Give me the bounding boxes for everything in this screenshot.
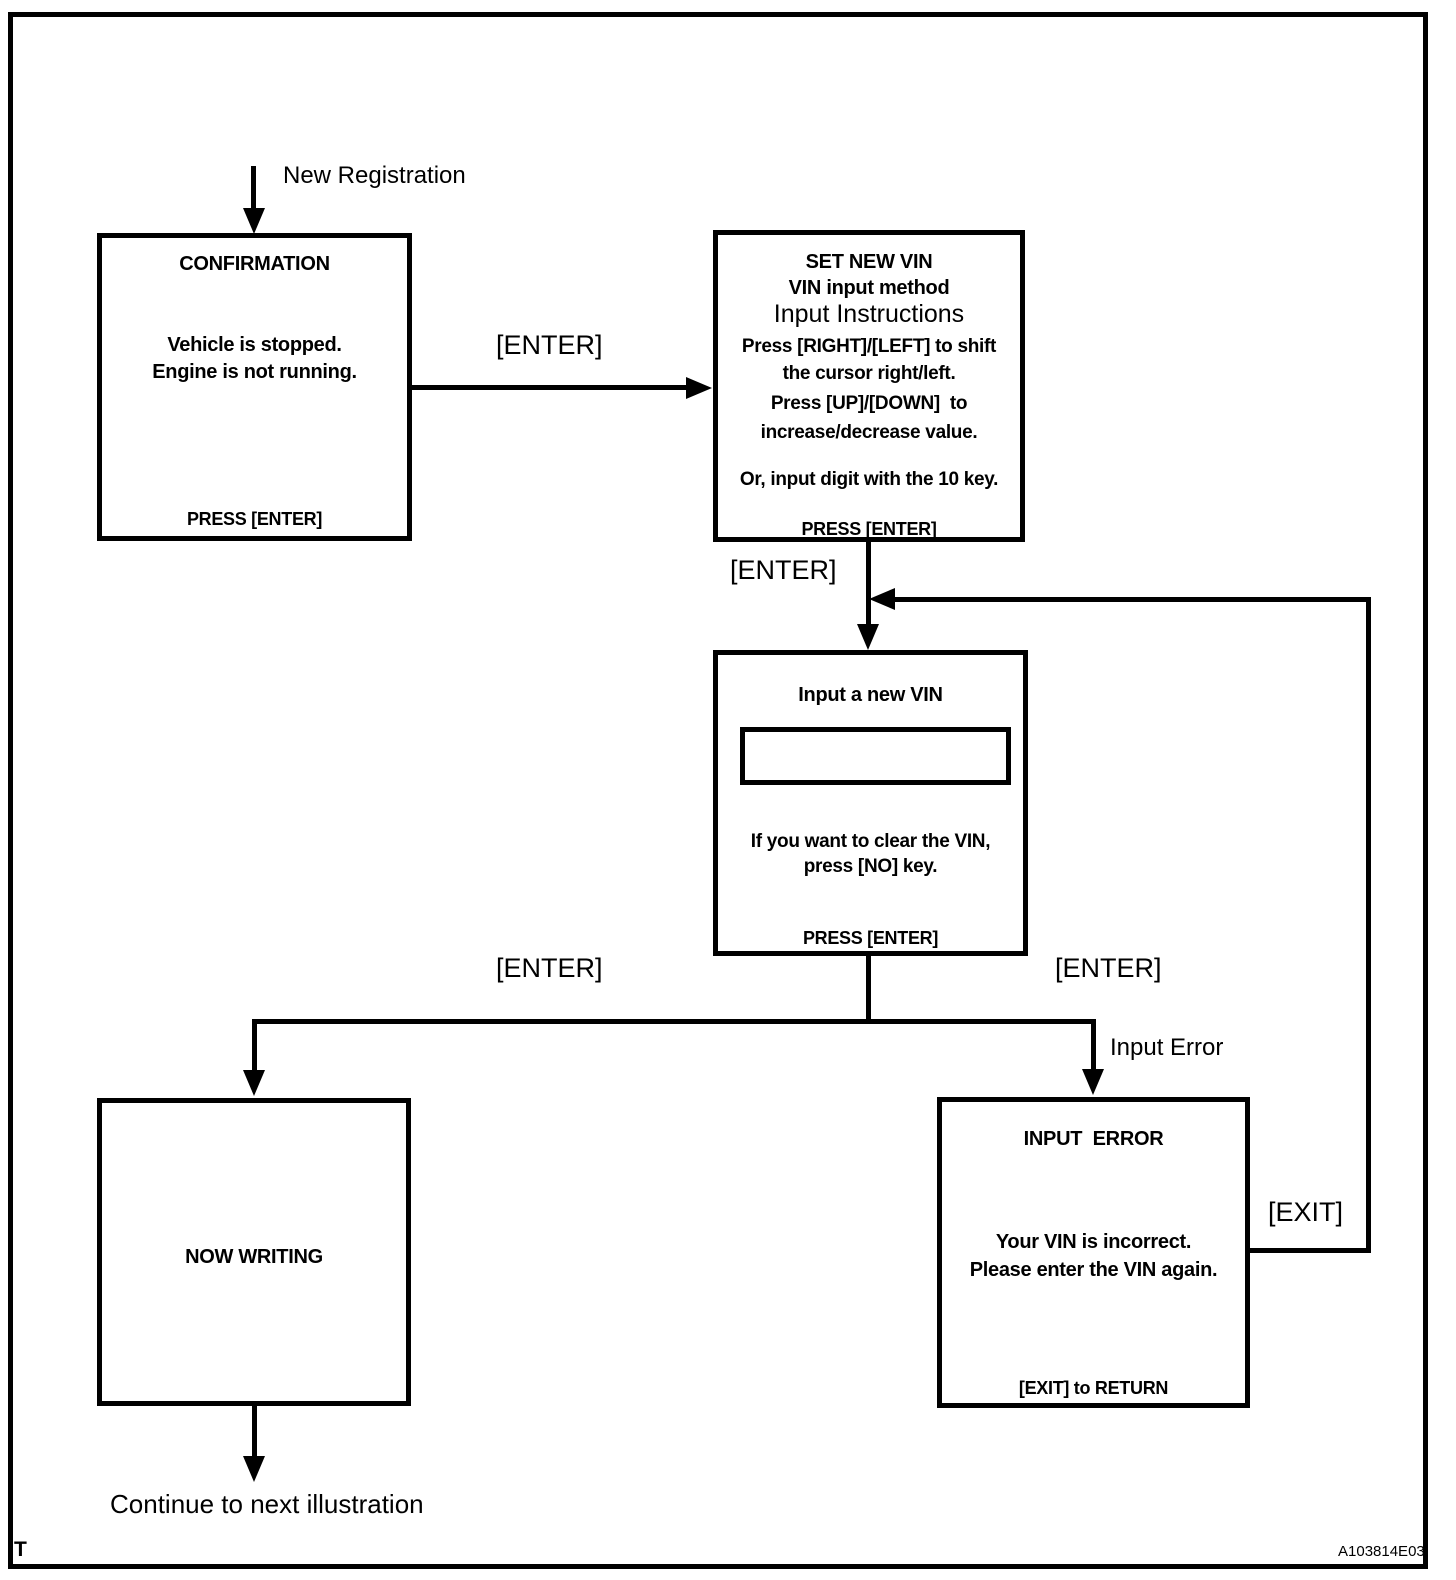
inputvin-footer: PRESS [ENTER]	[802, 928, 939, 948]
arrowhead-down-icon	[243, 1070, 265, 1096]
exit-label: [EXIT]	[1268, 1197, 1344, 1227]
now-writing-box: NOW WRITING	[97, 1098, 411, 1406]
arrowhead-down-icon	[243, 208, 265, 234]
set-new-vin-box: SET NEW VIN VIN input method Input Instr…	[713, 230, 1025, 542]
arrowhead-left-icon	[869, 588, 895, 610]
confirmation-body-line1: Vehicle is stopped.	[167, 334, 342, 356]
branch-right-line	[1091, 1019, 1096, 1071]
setvin-footer: PRESS [ENTER]	[801, 519, 937, 539]
inputvin-body-line2: press [NO] key.	[803, 856, 938, 877]
setvin-instr-line1: Press [RIGHT]/[LEFT] to shift	[741, 336, 997, 357]
arrowhead-down-icon	[1082, 1069, 1104, 1095]
input-error-box: INPUT ERROR Your VIN is incorrect. Pleas…	[937, 1097, 1250, 1408]
return-line-top	[892, 597, 1370, 602]
arrowhead-down-icon	[857, 624, 879, 650]
return-line-bottom	[1250, 1248, 1371, 1253]
input-error-body-line2: Please enter the VIN again.	[969, 1259, 1218, 1281]
input-new-vin-box: Input a new VIN If you want to clear the…	[713, 650, 1028, 956]
input-error-footer: [EXIT] to RETURN	[1018, 1378, 1169, 1398]
confirmation-box: CONFIRMATION Vehicle is stopped. Engine …	[97, 233, 412, 541]
enter-label-top: [ENTER]	[496, 330, 603, 360]
input-error-title: INPUT ERROR	[1023, 1128, 1164, 1150]
setvin-instr-line2: the cursor right/left.	[782, 363, 956, 384]
input-error-label: Input Error	[1110, 1034, 1224, 1061]
confirmation-footer: PRESS [ENTER]	[186, 509, 323, 529]
inputvin-body-line1: If you want to clear the VIN,	[750, 831, 991, 852]
new-registration-label: New Registration	[283, 162, 466, 189]
enter-label-mid: [ENTER]	[730, 555, 837, 585]
confirmation-to-setvin-line	[412, 385, 688, 390]
setvin-title-line1: SET NEW VIN	[805, 251, 933, 273]
continue-label: Continue to next illustration	[110, 1489, 424, 1519]
now-writing-title: NOW WRITING	[185, 1246, 323, 1268]
setvin-subtitle: Input Instructions	[773, 300, 965, 328]
return-line-right	[1366, 597, 1371, 1252]
arrowhead-down-icon	[243, 1456, 265, 1482]
branch-horizontal-line	[252, 1019, 1096, 1024]
continue-arrow-line	[252, 1404, 257, 1458]
branch-stub-line	[866, 954, 871, 1022]
entry-arrow-line	[251, 166, 256, 212]
enter-label-left: [ENTER]	[496, 953, 603, 983]
setvin-instr-line4: increase/decrease value.	[760, 422, 978, 443]
confirmation-body-line2: Engine is not running.	[152, 361, 357, 383]
page-border	[8, 12, 1428, 1569]
figure-code: A103814E03	[1338, 1543, 1425, 1560]
confirmation-title: CONFIRMATION	[179, 253, 330, 275]
setvin-instr-line5: Or, input digit with the 10 key.	[739, 469, 999, 490]
setvin-instr-line3: Press [UP]/[DOWN] to	[770, 393, 968, 414]
inputvin-title: Input a new VIN	[798, 684, 943, 706]
setvin-title-line2: VIN input method	[788, 277, 950, 299]
arrowhead-right-icon	[686, 377, 712, 399]
footer-left-mark: T	[14, 1538, 27, 1561]
branch-left-line	[252, 1019, 257, 1072]
setvin-to-input-line	[866, 542, 871, 628]
vin-input-field	[740, 727, 1011, 785]
enter-label-right: [ENTER]	[1055, 953, 1162, 983]
input-error-body-line1: Your VIN is incorrect.	[995, 1231, 1192, 1253]
